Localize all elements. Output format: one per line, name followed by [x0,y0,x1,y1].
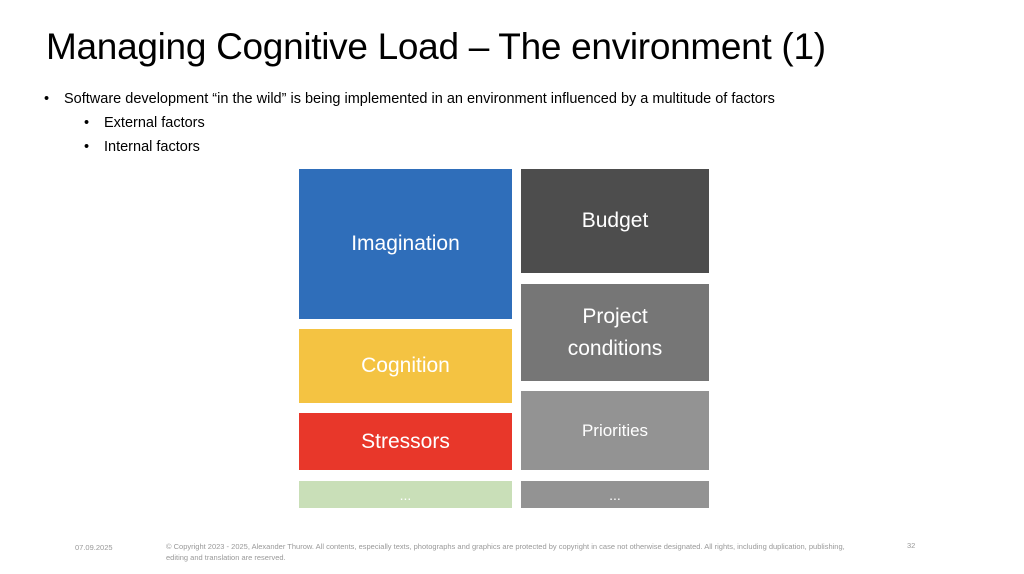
box-project-conditions: Project conditions [521,284,709,381]
footer-copyright: © Copyright 2023 - 2025, Alexander Thuro… [166,542,845,562]
box-stressors: Stressors [299,413,512,470]
box-left-more: ... [299,481,512,508]
bullet-internal: •Internal factors [84,139,200,155]
box-right-more: ... [521,481,709,508]
box-imagination: Imagination [299,169,512,319]
footer-date: 07.09.2025 [75,543,113,552]
box-budget: Budget [521,169,709,273]
bullet-external: •External factors [84,115,205,131]
box-cognition: Cognition [299,329,512,403]
footer-page-number: 32 [907,541,916,550]
box-priorities: Priorities [521,391,709,470]
slide-title: Managing Cognitive Load – The environmen… [46,26,826,67]
bullet-main: •Software development “in the wild” is b… [44,91,775,107]
